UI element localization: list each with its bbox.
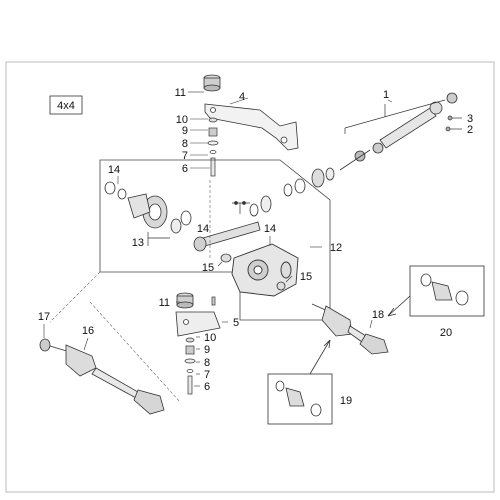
plug-15 — [220, 253, 286, 291]
bearings — [170, 195, 272, 234]
callout-9-upper: 9 — [182, 125, 188, 137]
callout-13: 13 — [132, 237, 144, 249]
pinion-flange — [283, 167, 335, 197]
callout-18: 18 — [372, 309, 384, 321]
callout-20: 20 — [440, 327, 452, 339]
callout-11-lower: 11 — [159, 297, 170, 309]
dashed-guides — [49, 180, 241, 403]
callout-6-lower: 6 — [204, 381, 210, 393]
callout-15-right: 15 — [300, 271, 312, 283]
bolt-stack-upper — [207, 117, 219, 177]
driveshaft-right — [311, 303, 389, 355]
driveshaft-left — [39, 338, 165, 415]
mount-upper — [203, 74, 221, 92]
callout-10-lower: 10 — [204, 332, 216, 344]
callout-14-left: 14 — [108, 164, 120, 176]
propeller-shaft — [339, 92, 458, 171]
bolt-stack-lower — [184, 296, 216, 395]
pinion-shaft — [193, 221, 261, 252]
callout-4: 4 — [239, 91, 245, 103]
boot-kit-20 — [387, 265, 485, 317]
bolt-parts-2-3 — [445, 115, 462, 132]
callout-10-upper: 10 — [176, 114, 188, 126]
callout-14-right: 14 — [264, 223, 276, 235]
callout-14-mid: 14 — [197, 223, 209, 235]
callout-16: 16 — [82, 325, 94, 337]
callout-8-lower: 8 — [204, 357, 210, 369]
mount-lower — [176, 292, 194, 309]
callout-numbers: 11 4 10 9 8 7 6 1 3 2 14 14 14 13 12 15 … — [38, 87, 473, 407]
callout-11-upper: 11 — [175, 87, 186, 99]
callout-6-upper: 6 — [182, 163, 188, 175]
page-frame — [5, 61, 495, 493]
callout-7-lower: 7 — [204, 369, 210, 381]
variant-label: 4x4 — [57, 100, 75, 112]
callout-bracket-13 — [147, 232, 170, 246]
callout-bracket-1 — [344, 99, 446, 134]
callout-15-left: 15 — [202, 262, 214, 274]
diff-carrier — [104, 181, 151, 219]
callout-9-lower: 9 — [204, 344, 210, 356]
differential-group-outline — [99, 159, 331, 321]
callout-3: 3 — [467, 113, 473, 125]
callout-2: 2 — [467, 124, 473, 136]
variant-box: 4x4 — [49, 95, 83, 115]
callout-19: 19 — [340, 395, 352, 407]
boot-kit-19 — [267, 339, 333, 425]
callout-17: 17 — [38, 311, 50, 323]
crossmember-lower — [175, 311, 221, 337]
leader-lines — [43, 91, 393, 387]
callout-8-upper: 8 — [182, 138, 188, 150]
callout-1: 1 — [383, 89, 389, 101]
crossmember-upper — [204, 103, 299, 151]
callout-5: 5 — [233, 317, 239, 329]
callout-7-upper: 7 — [182, 150, 188, 162]
callout-12: 12 — [330, 242, 342, 254]
callout-bracket-14-top — [232, 201, 250, 214]
diff-housing — [231, 243, 299, 297]
